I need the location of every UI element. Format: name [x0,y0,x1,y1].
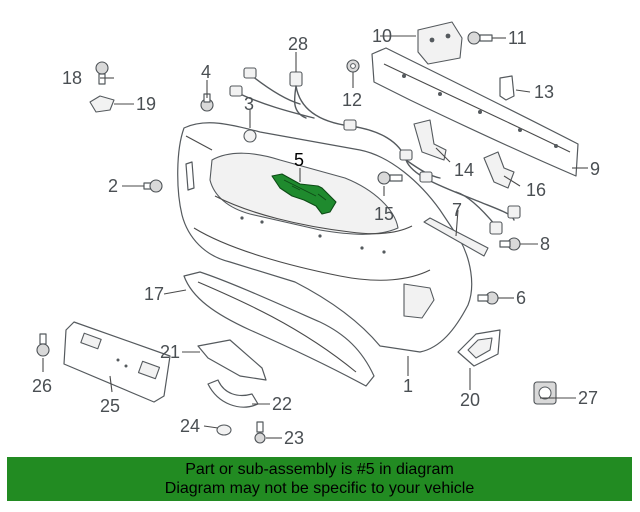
callout-7: 7 [452,200,462,220]
bracket-part-10[interactable] [417,21,463,65]
callout-6: 6 [516,288,526,308]
callout-15: 15 [374,204,394,224]
license-plate-bracket-part[interactable] [63,321,171,403]
screw-part-23[interactable] [254,421,266,444]
bolt-part-18[interactable] [95,61,109,85]
callout-25: 25 [100,396,120,416]
callout-19: 19 [136,94,156,114]
clip-part-19[interactable] [89,95,115,113]
wire-harness-part[interactable] [229,67,521,235]
bracket-part-21[interactable] [197,339,267,381]
callout-labels: 10 11 12 13 14 16 9 28 4 3 2 18 19 15 7 … [32,26,600,448]
callout-2: 2 [108,176,118,196]
grommet-part-3[interactable] [243,129,257,143]
bumper-parts-diagram: 10 11 12 13 14 16 9 28 4 3 2 18 19 15 7 … [32,21,600,448]
callout-18: 18 [62,68,82,88]
callout-4: 4 [201,62,211,82]
banner-line-1: Part or sub-assembly is #5 in diagram [185,461,454,478]
callout-24: 24 [180,416,200,436]
bolt-part-15[interactable] [377,171,403,185]
info-banner: Part or sub-assembly is #5 in diagram Di… [7,457,632,501]
bracket-part-14[interactable] [413,119,447,161]
nut-part-24[interactable] [216,424,232,436]
highlighted-bracket-part-5[interactable] [271,173,337,215]
bumper-cover-part[interactable] [177,122,473,353]
clip-part-13[interactable] [499,75,515,101]
trim-strip-part[interactable] [423,217,489,257]
callout-16: 16 [526,180,546,200]
callout-20: 20 [460,390,480,410]
leader-lines [42,35,588,439]
callout-27: 27 [578,388,598,408]
bracket-part-16[interactable] [483,151,515,189]
sensor-bezel-part[interactable] [457,329,501,367]
callout-12: 12 [342,90,362,110]
nut-part-12[interactable] [346,59,360,73]
bracket-part-22[interactable] [207,379,259,408]
bolt-part-6[interactable] [477,291,499,305]
screw-part-26[interactable] [36,333,50,357]
banner-line-2: Diagram may not be specific to your vehi… [164,480,475,497]
screw-part-2[interactable] [143,179,163,193]
callout-11: 11 [508,28,527,48]
callout-22: 22 [272,394,292,414]
callout-26: 26 [32,376,52,396]
callout-28: 28 [288,34,308,54]
callout-14: 14 [454,160,474,180]
callout-3: 3 [244,94,254,114]
parking-sensor-part[interactable] [533,381,557,405]
lower-valance-part[interactable] [183,271,375,387]
reinforcement-bar-part[interactable] [371,47,579,177]
callout-21: 21 [160,342,180,362]
callout-8: 8 [540,234,550,254]
callout-5: 5 [294,150,304,170]
callout-1: 1 [403,376,413,396]
callout-17: 17 [144,284,164,304]
callout-9: 9 [590,159,600,179]
bolt-part-11[interactable] [467,31,493,45]
callout-10: 10 [372,26,392,46]
callout-13: 13 [534,82,554,102]
bolt-part-8[interactable] [499,237,521,251]
callout-23: 23 [284,428,304,448]
